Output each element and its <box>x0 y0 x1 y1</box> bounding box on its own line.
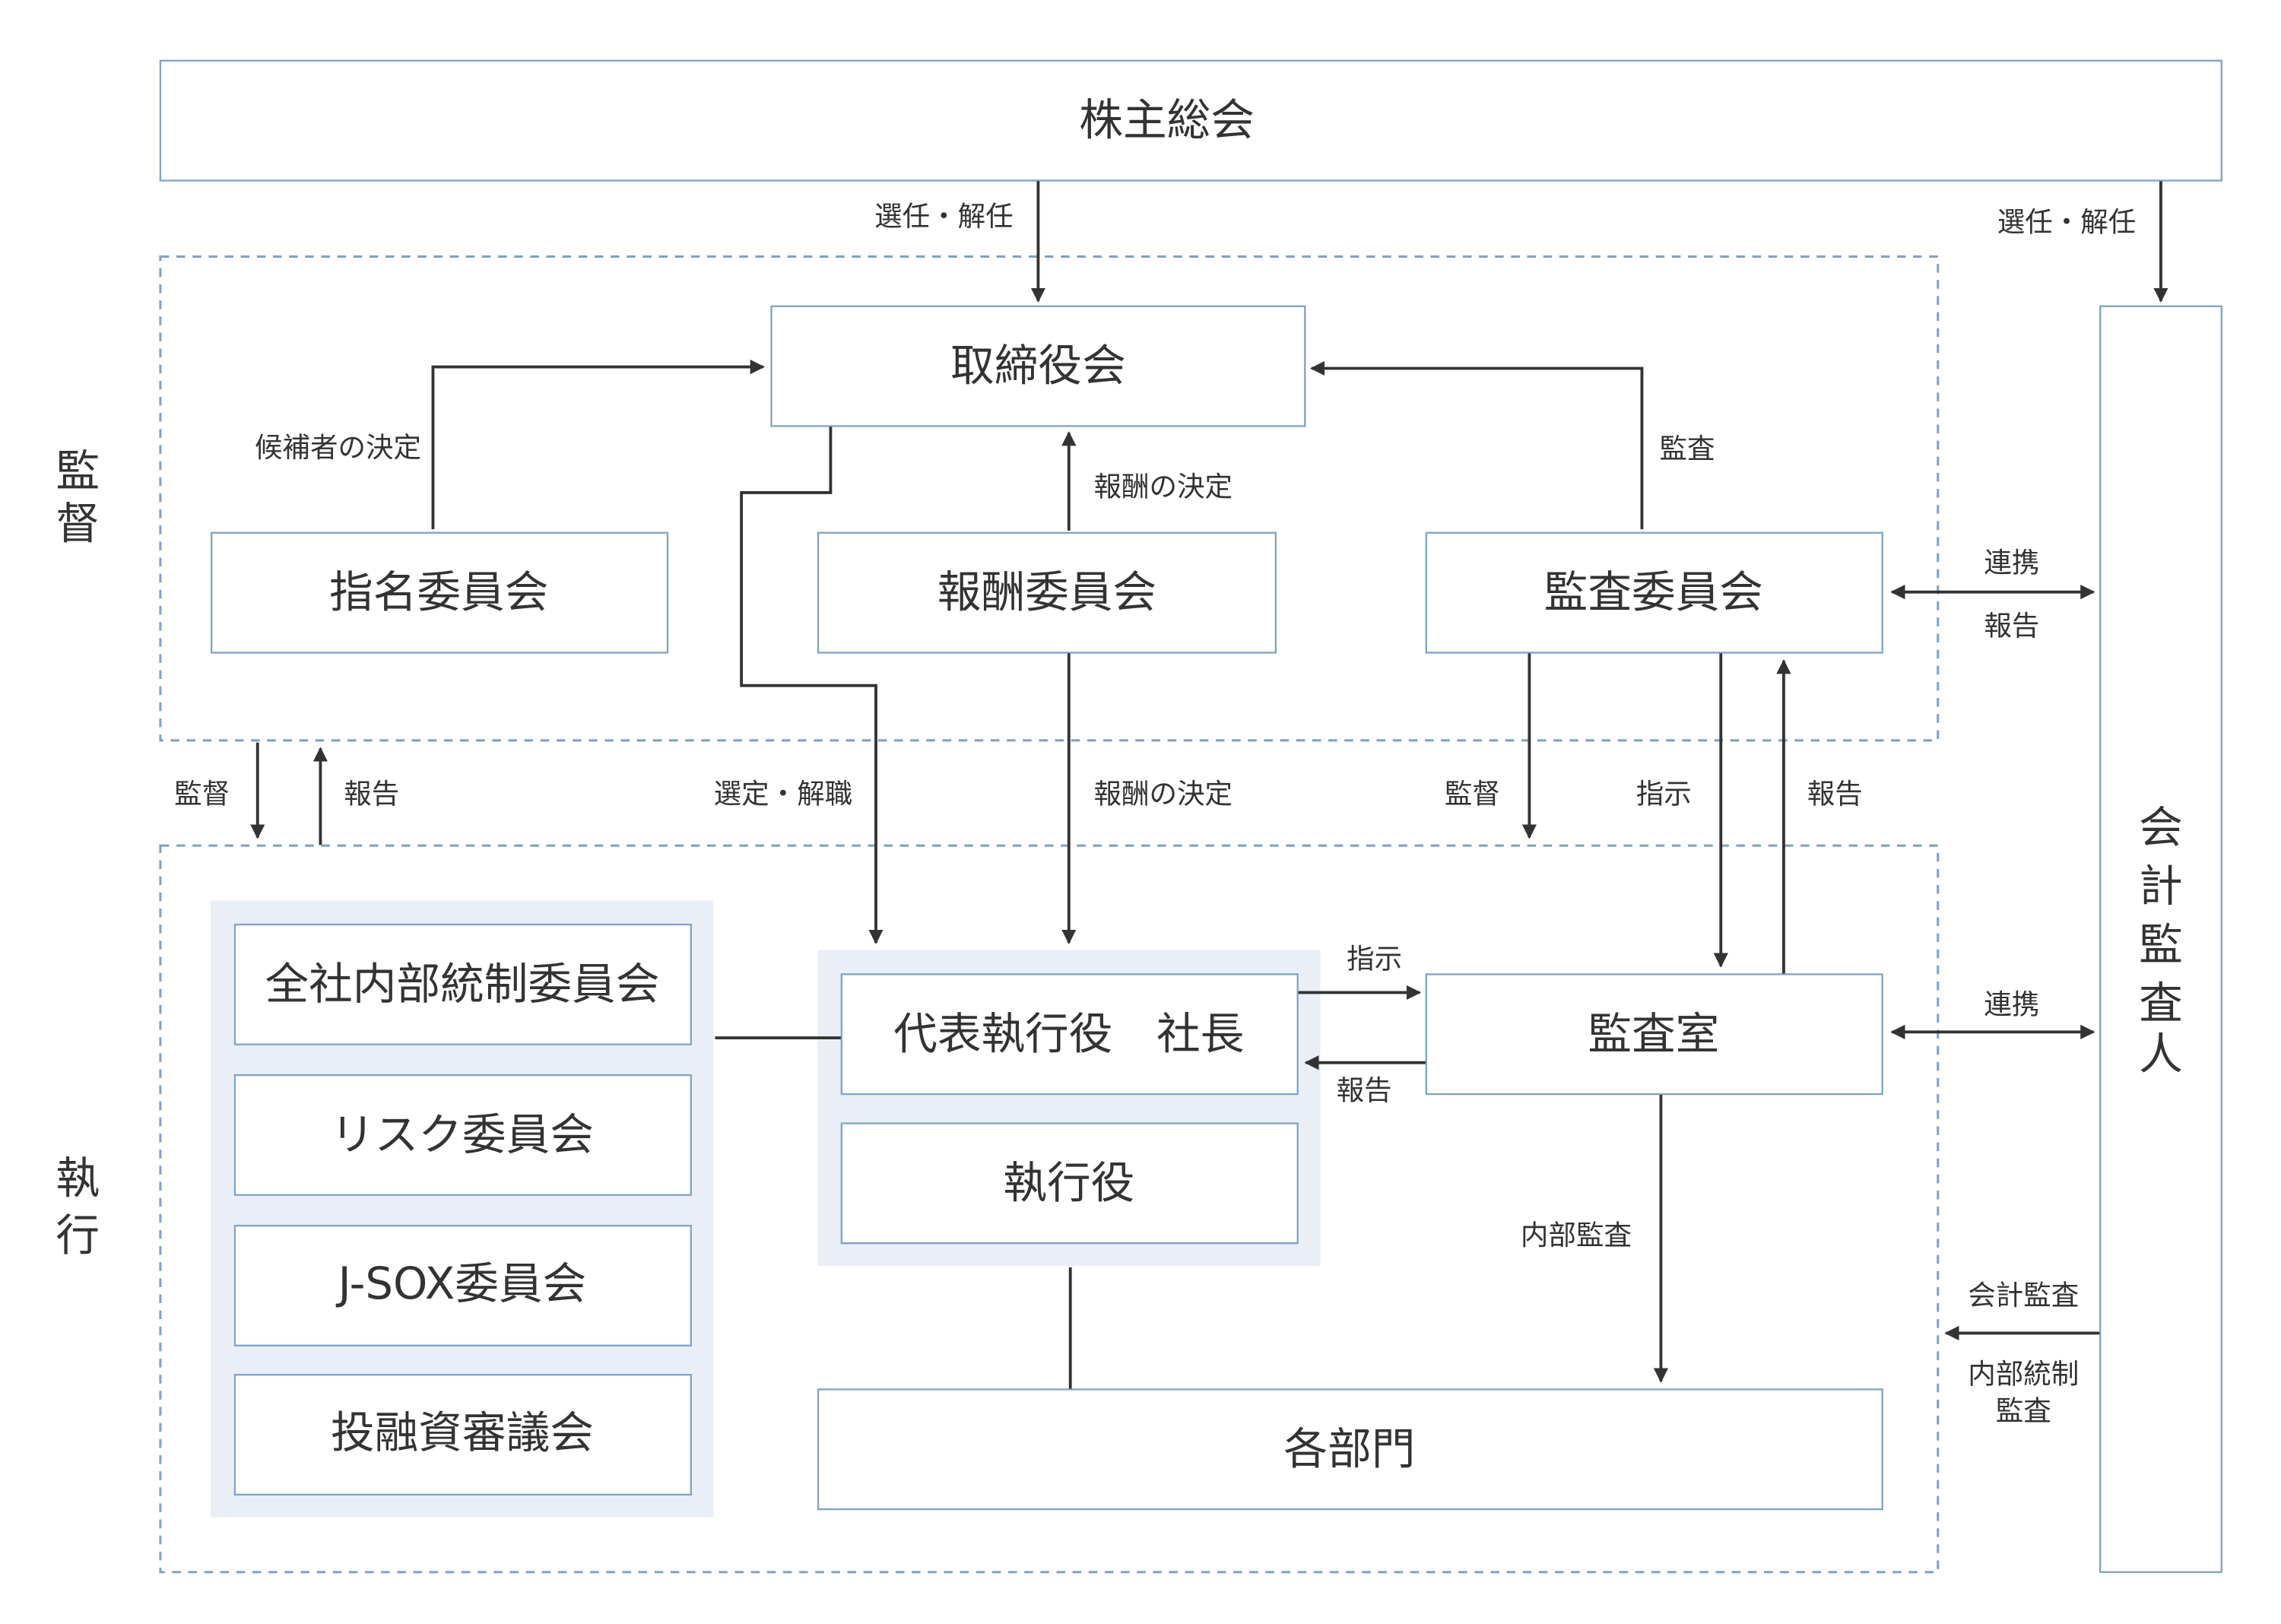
label-accounting-audit: 会計監査 <box>1968 1279 2079 1312</box>
svg-text:全社内部統制委員会: 全社内部統制委員会 <box>265 958 659 1010</box>
arrow-board-to-ceo <box>740 427 884 944</box>
label-compensation-to-ceo: 報酬の決定 <box>1093 777 1233 810</box>
executive-officers-box[interactable]: 執行役 <box>840 1122 1299 1245</box>
svg-text:会: 会 <box>2139 801 2183 853</box>
svg-text:査: 査 <box>2139 977 2183 1029</box>
execution-region <box>159 844 1940 1574</box>
svg-text:J-SOX委員会: J-SOX委員会 <box>336 1258 587 1309</box>
label-ceo-to-audit-office: 指示 <box>1347 943 1402 975</box>
ceo-box[interactable]: 代表執行役 社長 <box>840 973 1299 1096</box>
committee-investment[interactable]: 投融資審議会 <box>233 1374 692 1496</box>
svg-text:監査委員会: 監査委員会 <box>1544 566 1763 618</box>
label-audit-committee-to-board: 監査 <box>1660 433 1715 465</box>
svg-text:株主総会: 株主総会 <box>1079 94 1255 146</box>
svg-text:督: 督 <box>56 497 100 549</box>
svg-text:指名委員会: 指名委員会 <box>329 566 548 618</box>
label-audit-committee-auditor-top: 連携 <box>1984 547 2039 579</box>
label-internal-control-audit-line2: 監査 <box>1996 1394 2051 1427</box>
svg-text:監: 監 <box>2139 918 2183 970</box>
accounting-auditor-box[interactable]: 会 計 監 査 人 <box>2099 305 2222 1573</box>
shareholders-meeting-box[interactable]: 株主総会 <box>159 59 2222 182</box>
svg-text:報酬委員会: 報酬委員会 <box>937 566 1156 618</box>
label-supervision-down: 監督 <box>174 777 230 810</box>
supervision-region <box>159 255 1940 742</box>
label-board-to-ceo: 選定・解職 <box>714 777 853 810</box>
label-audit-office-to-ceo: 報告 <box>1337 1074 1392 1107</box>
label-shareholders-to-board: 選任・解任 <box>874 200 1014 233</box>
committee-jsox[interactable]: J-SOX委員会 <box>233 1224 692 1346</box>
svg-text:計: 計 <box>2139 860 2183 912</box>
svg-text:監: 監 <box>56 445 100 496</box>
label-compensation-to-board: 報酬の決定 <box>1093 471 1233 503</box>
compensation-committee-box[interactable]: 報酬委員会 <box>817 531 1277 654</box>
label-internal-audit: 内部監査 <box>1521 1219 1632 1251</box>
internal-audit-office-box[interactable]: 監査室 <box>1425 973 1883 1096</box>
board-of-directors-box[interactable]: 取締役会 <box>770 305 1306 427</box>
svg-text:各部門: 各部門 <box>1283 1423 1415 1474</box>
svg-text:執行役: 執行役 <box>1003 1156 1134 1208</box>
label-audit-committee-instruct: 指示 <box>1636 777 1692 810</box>
svg-text:監査室: 監査室 <box>1588 1007 1719 1059</box>
label-report-up: 報告 <box>344 777 399 810</box>
svg-text:リスク委員会: リスク委員会 <box>331 1109 594 1160</box>
committee-internal-control[interactable]: 全社内部統制委員会 <box>233 923 692 1045</box>
svg-text:執: 執 <box>56 1153 100 1204</box>
departments-box[interactable]: 各部門 <box>817 1388 1883 1511</box>
svg-text:行: 行 <box>56 1210 100 1261</box>
svg-text:代表執行役 社長: 代表執行役 社長 <box>893 1007 1244 1059</box>
label-nomination-to-board: 候補者の決定 <box>255 431 421 464</box>
side-label-execution: 執 行 <box>56 1153 100 1261</box>
arrow-nomination-to-board <box>431 359 765 529</box>
label-audit-office-auditor: 連携 <box>1984 988 2039 1020</box>
label-shareholders-to-auditor: 選任・解任 <box>1997 206 2137 239</box>
committee-risk[interactable]: リスク委員会 <box>233 1074 692 1196</box>
svg-text:人: 人 <box>2139 1028 2183 1080</box>
svg-text:投融資審議会: 投融資審議会 <box>331 1407 594 1458</box>
arrow-audit-committee-to-board <box>1310 360 1644 529</box>
label-audit-office-report: 報告 <box>1807 777 1863 810</box>
audit-committee-box[interactable]: 監査委員会 <box>1425 531 1883 654</box>
svg-text:取締役会: 取締役会 <box>950 340 1126 392</box>
label-internal-control-audit-line1: 内部統制 <box>1968 1358 2079 1391</box>
label-audit-committee-auditor-bottom: 報告 <box>1984 609 2039 642</box>
side-label-supervision: 監 督 <box>56 445 100 549</box>
nomination-committee-box[interactable]: 指名委員会 <box>211 531 669 654</box>
label-audit-committee-supervise: 監督 <box>1445 777 1500 810</box>
